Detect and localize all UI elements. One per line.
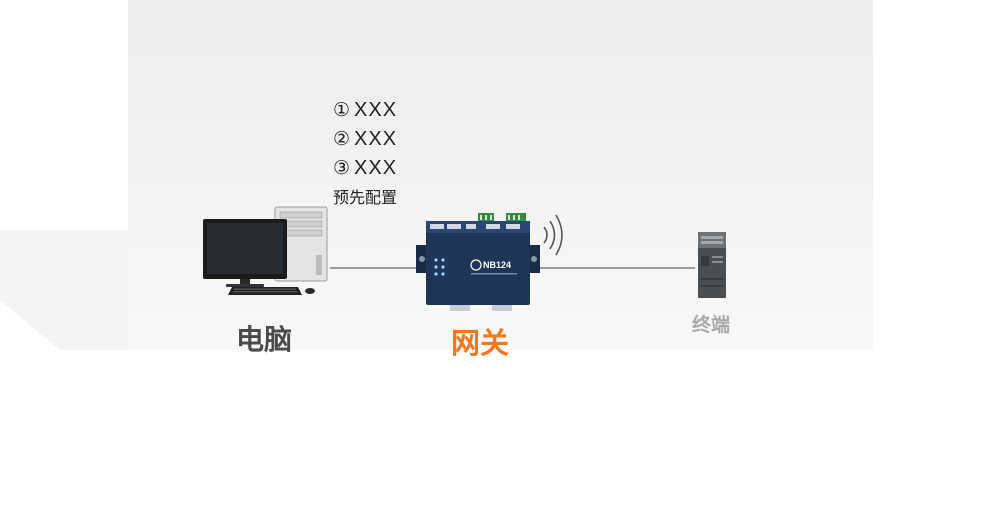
gateway-label: 网关 — [451, 326, 510, 360]
terminal-label: 终端 — [692, 314, 731, 336]
pc-icon — [203, 206, 328, 295]
gateway-model-text: NB124 — [483, 260, 511, 270]
link-pc-gateway — [330, 267, 420, 269]
pc-label: 电脑 — [236, 323, 293, 356]
gateway-device-icon: NB124 — [416, 213, 563, 311]
config-caption: 预先配置 — [333, 188, 398, 207]
terminal-device-icon — [698, 232, 726, 298]
link-gateway-terminal — [540, 267, 695, 269]
